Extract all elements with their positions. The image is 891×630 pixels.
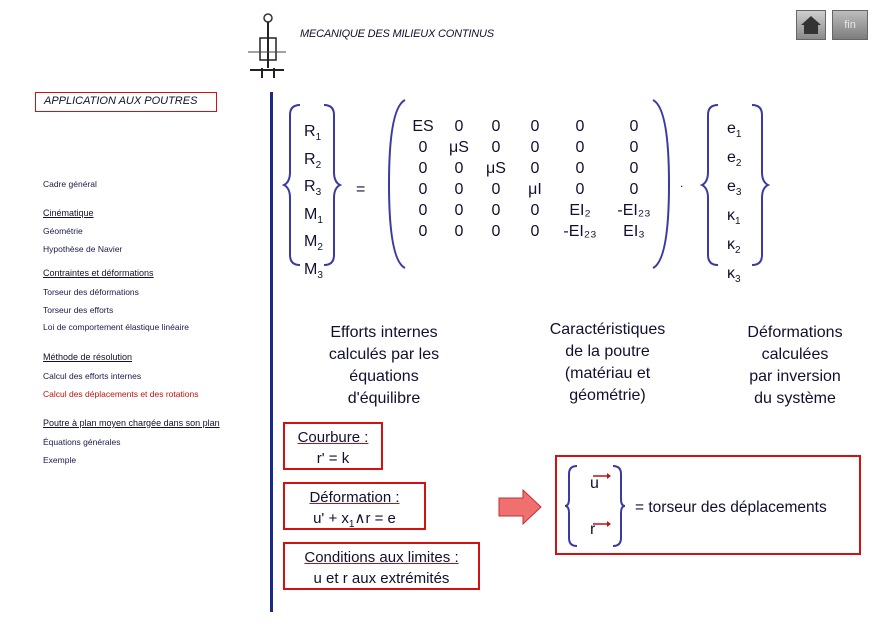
conditions-box: Conditions aux limites : u et r aux extr… [283,542,480,590]
torseur-u: u [590,475,599,492]
rhs-e2: e2 [727,149,742,169]
matrix-cell: -EI₂₃ [617,202,651,219]
matrix-row: 0 0 μS 0 0 0 [405,158,663,179]
lhs-r3: R3 [304,178,322,198]
deformation-box: Déformation : u' + x1∧r = e [283,482,426,530]
matrix-brackets [387,99,671,269]
matrix-cell: 0 [418,223,428,240]
fin-button[interactable]: fin [832,10,868,40]
matrix-row: 0 0 0 0 -EI₂₃ EI₃ [405,221,663,242]
matrix-cell: 0 [491,223,501,240]
matrix-cell: μS [449,139,469,156]
torseur-label: = torseur des déplacements [635,499,827,516]
matrix-cell: 0 [575,139,585,156]
lhs-r1: R1 [304,123,322,143]
matrix-cell: μI [528,181,542,198]
sidebar-item-torseur-efforts[interactable]: Torseur des efforts [43,305,114,315]
courbure-box: Courbure : r' = k [283,422,383,470]
matrix-cell: 0 [530,223,540,240]
sidebar-item-cinematique[interactable]: Cinématique [43,208,94,218]
home-icon [801,16,821,34]
page-title: MECANIQUE DES MILIEUX CONTINUS [300,28,494,40]
matrix-cell: 0 [454,118,464,135]
rhs-vector: e1 e2 e3 κ1 κ2 κ3 [727,117,741,291]
matrix-row: 0 0 0 0 EI₂ -EI₂₃ [405,200,663,221]
matrix-cell: 0 [418,139,428,156]
matrix-cell: EI₂ [569,202,591,219]
matrix-cell: 0 [418,181,428,198]
sidebar-item-contraintes[interactable]: Contraintes et déformations [43,268,154,278]
sidebar-section-title[interactable]: APPLICATION AUX POUTRES [35,92,217,112]
matrix-cell: 0 [530,202,540,219]
lhs-m3: M3 [304,260,323,281]
sidebar-item-torseur-deformations[interactable]: Torseur des déformations [43,287,139,297]
matrix-cell: 0 [530,139,540,156]
matrix-cell: 0 [629,160,639,177]
matrix-cell: 0 [575,118,585,135]
home-button[interactable] [796,10,826,40]
matrix-cell: 0 [454,202,464,219]
matrix-row: ES 0 0 0 0 0 [405,116,663,137]
rhs-e1: e1 [727,120,742,140]
lhs-m1: M1 [304,205,323,226]
matrix-cell: 0 [491,202,501,219]
matrix-cell: 0 [629,181,639,198]
rhs-k1: κ1 [727,207,741,227]
matrix-cell: 0 [491,139,501,156]
matrix-row: 0 μS 0 0 0 0 [405,137,663,158]
sidebar-item-calcul-efforts[interactable]: Calcul des efforts internes [43,371,142,381]
matrix-cell: 0 [530,118,540,135]
matrix-cell: ES [412,118,434,135]
sidebar-divider [270,92,273,612]
matrix-cell: 0 [454,181,464,198]
sidebar-item-poutre-plan[interactable]: Poutre à plan moyen chargée dans son pla… [43,418,220,428]
equals-sign: = [356,181,366,198]
matrix-cell: EI₃ [623,223,645,240]
matrix-cell: -EI₂₃ [563,223,597,240]
lhs-vector: R1 R2 R3 M1 M2 M3 [304,121,323,286]
rhs-braces [700,104,770,266]
matrix-cell: 0 [491,181,501,198]
matrix-cell: 0 [575,160,585,177]
matrix-cell: 0 [454,223,464,240]
equation-braces [282,104,343,266]
rhs-k3: κ3 [727,265,741,285]
dot-operator: . [680,176,684,190]
torseur-box: u r = torseur des déplacements [555,455,861,555]
sidebar-item-navier[interactable]: Hypothèse de Navier [43,244,123,254]
sidebar-item-equations[interactable]: Équations générales [43,437,121,447]
matrix-cell: 0 [575,181,585,198]
sidebar-item-calcul-deplacements[interactable]: Calcul des déplacements et des rotations [43,389,199,399]
matrix-cell: 0 [454,160,464,177]
sidebar-item-cadre-general[interactable]: Cadre général [43,179,97,189]
logo-icon [240,10,288,82]
sidebar-item-loi-comportement[interactable]: Loi de comportement élastique linéaire [43,322,190,332]
lhs-r2: R2 [304,150,322,171]
matrix-row: 0 0 0 μI 0 0 [405,179,663,200]
sidebar-item-methode[interactable]: Méthode de résolution [43,352,133,362]
matrix-cell: 0 [629,139,639,156]
lhs-m2: M2 [304,233,323,253]
torseur-r: r [590,521,596,538]
matrix-cell: 0 [418,202,428,219]
matrix-cell: 0 [629,118,639,135]
sidebar-item-exemple[interactable]: Exemple [43,455,77,465]
matrix-cell: 0 [530,160,540,177]
matrix-cell: 0 [418,160,428,177]
matrix-cell: μS [486,160,506,177]
rhs-e3: e3 [727,178,742,198]
right-arrow-icon [498,488,542,526]
torseur-braces [564,465,626,547]
matrix-cell: 0 [491,118,501,135]
rhs-k2: κ2 [727,236,741,256]
sidebar-item-geometrie[interactable]: Géométrie [43,226,83,236]
